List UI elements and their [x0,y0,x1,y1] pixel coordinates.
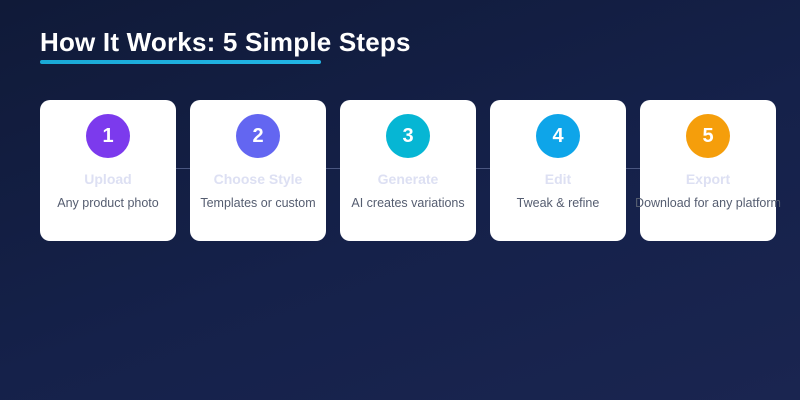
step-title: Choose Style [213,171,303,187]
step-description: Any product photo [57,196,159,210]
step-card-choose-style: 2 Choose Style Templates or custom [190,100,326,241]
step-connector [476,168,490,169]
step-connector [176,168,190,169]
page-title: How It Works: 5 Simple Steps [40,27,411,57]
step-title: Generate [377,171,439,187]
step-card-edit: 4 Edit Tweak & refine [490,100,626,241]
step-number-badge: 4 [536,114,580,158]
step-number-badge: 1 [86,114,130,158]
step-card-export: 5 Export Download for any platform [635,100,781,241]
step-description: Tweak & refine [516,196,600,210]
step-connector [626,168,640,169]
step-card-upload: 1 Upload Any product photo [40,100,176,241]
title-underline [40,60,321,64]
step-description: AI creates variations [351,196,465,210]
step-number-badge: 2 [236,114,280,158]
step-description: Templates or custom [200,196,316,210]
step-connector [326,168,340,169]
step-description: Download for any platform [635,196,781,210]
step-number-badge: 3 [386,114,430,158]
step-card-generate: 3 Generate AI creates variations [340,100,476,241]
step-title: Export [685,171,731,187]
step-number-badge: 5 [686,114,730,158]
step-title: Edit [544,171,572,187]
step-title: Upload [84,171,132,187]
